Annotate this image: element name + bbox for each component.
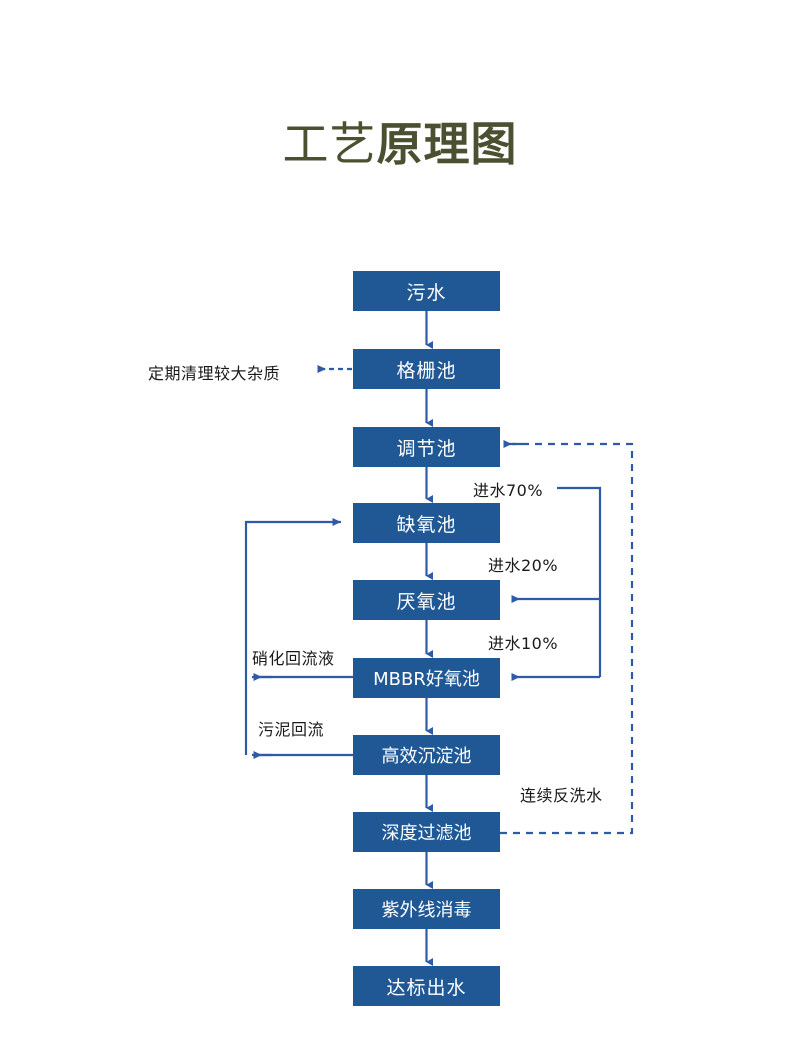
flow-node-anoxic[interactable]: 缺氧池 (353, 503, 500, 543)
flow-node-label: 缺氧池 (396, 513, 457, 536)
flow-node-anaerobic[interactable]: 厌氧池 (353, 580, 500, 620)
annotation-nitrification-return: 硝化回流液 (252, 649, 335, 668)
page-title: 工艺原理图 (0, 116, 800, 172)
page-title-light: 工艺 (282, 117, 377, 171)
flow-node-label: 调节池 (396, 437, 457, 460)
flow-node-mbbr[interactable]: MBBR好氧池 (353, 658, 500, 698)
flow-node-label: 紫外线消毒 (381, 900, 472, 921)
flow-node-label: 格栅池 (396, 359, 457, 382)
annotation-sludge-return: 污泥回流 (258, 720, 325, 739)
flow-node-grille[interactable]: 格栅池 (353, 349, 500, 389)
flow-node-sediment[interactable]: 高效沉淀池 (353, 735, 500, 775)
flow-node-label: 达标出水 (386, 976, 467, 999)
flow-node-effluent[interactable]: 达标出水 (353, 966, 500, 1006)
flow-node-sewage[interactable]: 污水 (353, 271, 500, 311)
flow-node-label: 厌氧池 (396, 590, 457, 613)
annotation-influent-20: 进水20% (488, 556, 559, 575)
flow-node-label: 深度过滤池 (381, 823, 472, 844)
flow-node-regulation[interactable]: 调节池 (353, 427, 500, 467)
annotation-influent-70: 进水70% (473, 481, 544, 500)
page-title-bold: 原理图 (376, 117, 518, 171)
flow-node-label: 污水 (406, 281, 447, 304)
flow-node-label: MBBR好氧池 (373, 669, 480, 690)
flow-node-label: 高效沉淀池 (381, 746, 472, 767)
flow-node-deep-filter[interactable]: 深度过滤池 (353, 812, 500, 852)
annotation-continuous-backwash: 连续反洗水 (520, 786, 603, 805)
flow-node-uv-disinfection[interactable]: 紫外线消毒 (353, 889, 500, 929)
annotation-influent-10: 进水10% (488, 634, 559, 653)
annotation-clean-debris: 定期清理较大杂质 (148, 364, 281, 383)
